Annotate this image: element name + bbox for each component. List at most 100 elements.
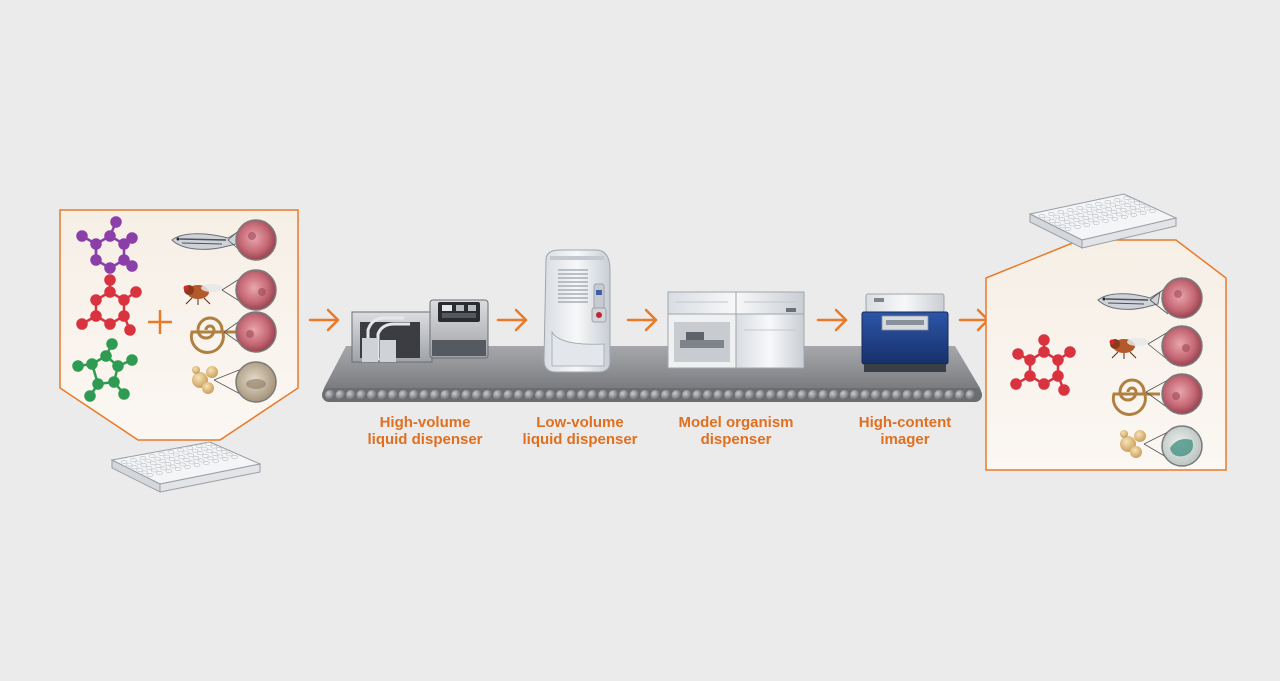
plate-well <box>165 469 173 473</box>
plate-well <box>183 457 190 462</box>
plate-well <box>1106 214 1114 219</box>
plate-well <box>1139 211 1147 215</box>
high-content-imager-machine <box>861 293 949 372</box>
plate-well <box>1073 217 1080 222</box>
plate-well <box>158 452 165 456</box>
plate-well <box>1064 227 1072 231</box>
plate-well <box>226 452 233 457</box>
belt-roller <box>367 390 377 400</box>
zebrafish-icon <box>1097 291 1161 310</box>
plate-well <box>1130 213 1138 217</box>
plate-well <box>182 450 189 455</box>
plate-well <box>1062 212 1070 217</box>
belt-roller <box>598 390 608 400</box>
plate-well <box>1038 214 1046 218</box>
plate-well <box>184 465 191 469</box>
plate-well <box>1059 224 1067 229</box>
plate-well <box>144 458 152 463</box>
belt-roller <box>472 390 482 400</box>
belt-roller <box>608 390 619 400</box>
belt-roller <box>619 390 629 400</box>
plate-well <box>206 449 213 454</box>
belt-roller <box>661 390 671 400</box>
label-line-2: liquid dispenser <box>367 431 483 448</box>
plate-well <box>1085 204 1093 208</box>
plate-well <box>186 446 194 450</box>
cell-zoom-icon <box>235 219 277 403</box>
belt-roller <box>934 390 944 400</box>
plate-well <box>1105 207 1113 212</box>
belt-roller <box>577 390 587 400</box>
plate-well <box>1097 216 1104 221</box>
label-high-content-imager: High-content imager <box>820 414 990 448</box>
plate-well <box>188 460 196 465</box>
plate-well <box>148 454 156 458</box>
plate-well <box>136 467 143 472</box>
label-line-1: Low-volume <box>536 414 624 431</box>
plate-well <box>201 446 208 451</box>
plate-well <box>231 455 238 459</box>
plate-well <box>1083 223 1091 227</box>
plate-well <box>130 458 137 462</box>
belt-roller <box>913 390 923 400</box>
plate-well <box>141 470 149 475</box>
belt-roller <box>881 390 892 400</box>
plate-well <box>1138 203 1146 208</box>
belt-roller <box>398 390 409 400</box>
belt-roller <box>871 390 881 400</box>
belt-roller <box>955 390 965 400</box>
plate-well <box>1068 222 1076 227</box>
label-high-volume-dispenser: High-volume liquid dispenser <box>340 414 510 448</box>
belt-roller <box>493 390 503 400</box>
plate-well <box>164 461 172 466</box>
belt-roller <box>776 390 787 400</box>
plate-well <box>1091 213 1099 218</box>
plate-well <box>1129 205 1137 210</box>
plate-well <box>1058 217 1066 222</box>
plate-well <box>155 463 162 468</box>
belt-roller <box>860 390 871 400</box>
plate-well <box>220 449 228 454</box>
belt-roller <box>419 390 430 400</box>
plate-well <box>177 448 184 452</box>
belt-roller <box>524 390 535 400</box>
belt-roller <box>797 390 808 400</box>
plate-well <box>1082 215 1090 220</box>
plus-icon <box>148 310 172 334</box>
label-line-2: liquid dispenser <box>522 431 638 448</box>
belt-roller <box>640 390 650 400</box>
low-volume-dispenser-machine <box>543 249 611 373</box>
plate-well <box>174 467 182 471</box>
molecule-red-output <box>1010 334 1076 396</box>
plate-well <box>192 455 200 460</box>
belt-roller <box>965 390 976 400</box>
plate-well <box>1115 212 1123 217</box>
belt-roller <box>545 390 556 400</box>
plate-well <box>1149 209 1156 213</box>
plate-well <box>1087 218 1095 223</box>
belt-roller <box>430 390 440 400</box>
arrow-4 <box>816 308 848 332</box>
plate-well <box>1043 216 1051 221</box>
molecule-green <box>72 338 138 402</box>
plate-well <box>154 456 161 461</box>
plate-well <box>212 459 220 463</box>
belt-roller <box>629 390 640 400</box>
belt-roller <box>818 390 829 400</box>
belt-roller <box>451 390 461 400</box>
belt-roller <box>902 390 913 400</box>
plate-well <box>1125 210 1132 215</box>
plate-well <box>179 462 186 467</box>
plate-well <box>211 451 219 456</box>
plate-well <box>156 471 163 475</box>
belt-roller <box>724 390 734 400</box>
belt-roller <box>535 390 545 400</box>
plate-well <box>215 447 223 452</box>
plate-well <box>1128 198 1136 203</box>
belt-roller <box>356 390 367 400</box>
plate-well <box>1086 211 1094 216</box>
belt-roller <box>829 390 839 400</box>
plate-well <box>1101 211 1108 216</box>
belt-roller <box>514 390 524 400</box>
